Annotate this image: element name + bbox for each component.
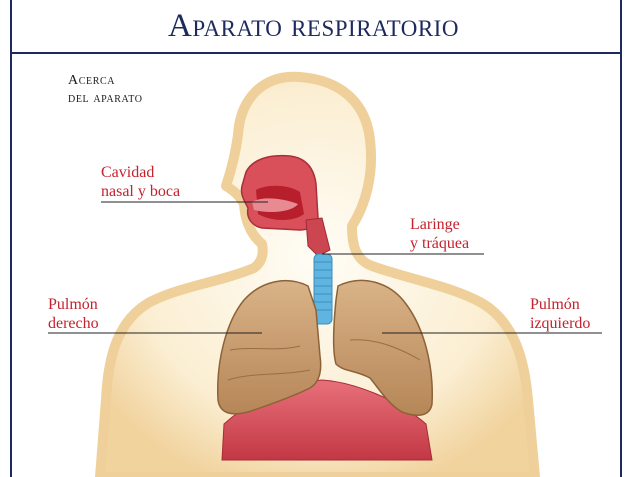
label-pd-line-2: derecho — [48, 314, 99, 333]
label-pd-line-1: Pulmón — [48, 295, 99, 314]
section-subtitle: Acerca del aparato — [68, 72, 228, 108]
label-nasal-cavity: Cavidad nasal y boca — [101, 163, 180, 201]
label-pi-line-2: izquierdo — [530, 314, 590, 333]
label-left-lung: Pulmón izquierdo — [530, 295, 590, 333]
label-pi-line-1: Pulmón — [530, 295, 590, 314]
label-nasal-line-1: Cavidad — [101, 163, 180, 182]
label-nasal-line-2: nasal y boca — [101, 182, 180, 201]
label-laringe-line-1: Laringe — [410, 215, 469, 234]
label-laringe-line-2: y tráquea — [410, 234, 469, 253]
subtitle-line-2: del aparato — [68, 90, 228, 108]
subtitle-line-1: Acerca — [68, 72, 228, 90]
label-larynx-trachea: Laringe y tráquea — [410, 215, 469, 253]
label-right-lung: Pulmón derecho — [48, 295, 99, 333]
